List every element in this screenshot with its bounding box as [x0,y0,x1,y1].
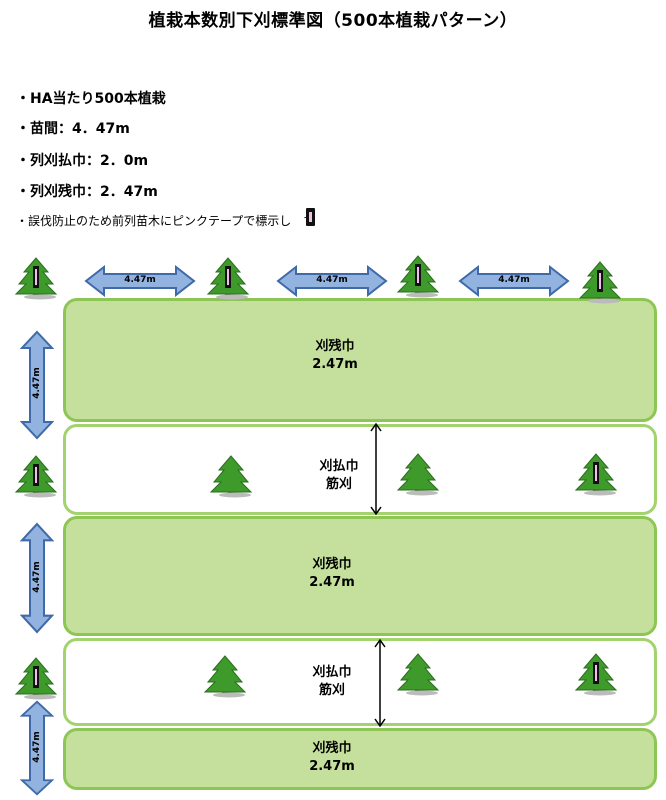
row-spacing-arrow [20,522,54,634]
seedling-tagged-icon [14,257,58,300]
seedling-icon [203,655,247,698]
spec-remaining-width: ・列刈残巾：2．47m [16,184,158,200]
cutting-width-dimension [370,422,382,516]
seedling-icon [396,653,440,696]
cutting-width-dimension [374,638,386,728]
pink-tape-note: ・誤伐防止のため前列苗木にピンクテープで標示しす [16,212,315,229]
band-label: 刈払巾筋刈 [312,665,352,698]
spacing-label: 4.47m [124,275,156,285]
spacing-label: 4.47m [316,275,348,285]
row-spacing-label: 4.47m [32,561,42,593]
row-spacing-arrow [20,330,54,440]
spec-cutting-width: ・列刈払巾：2．0m [16,153,149,169]
row-spacing-label: 4.47m [32,731,42,763]
seedling-tagged-icon [206,257,250,300]
spec-seedling-spacing: ・苗間：4．47m [16,121,130,137]
spacing-arrow [276,265,388,297]
seedling-icon [396,453,440,496]
seedling-tagged-icon [574,653,618,696]
spacing-arrow [458,265,570,297]
spec-planting-density: ・HA当たり500本植栽 [16,91,166,107]
row-spacing-label: 4.47m [32,367,42,399]
band-cleared-2 [63,638,657,726]
pink-tape-mark-icon [306,208,315,226]
note-text: ・誤伐防止のため前列苗木にピンクテープで標示し [16,214,292,228]
seedling-tagged-icon [578,261,622,304]
seedling-tagged-icon [14,455,58,498]
seedling-icon [209,455,253,498]
spacing-arrow [84,265,196,297]
seedling-tagged-icon [574,453,618,496]
band-cleared-1 [63,424,657,515]
seedling-tagged-icon [14,657,58,700]
band-label: 刈払巾筋刈 [319,459,359,492]
seedling-tagged-icon [396,255,440,298]
row-spacing-arrow [20,700,54,796]
band-remaining-3 [63,728,657,790]
band-remaining-2 [63,516,657,636]
spacing-label: 4.47m [498,275,530,285]
page-title: 植栽本数別下刈標準図（500本植栽パターン） [148,11,518,31]
band-remaining-1 [63,298,657,422]
